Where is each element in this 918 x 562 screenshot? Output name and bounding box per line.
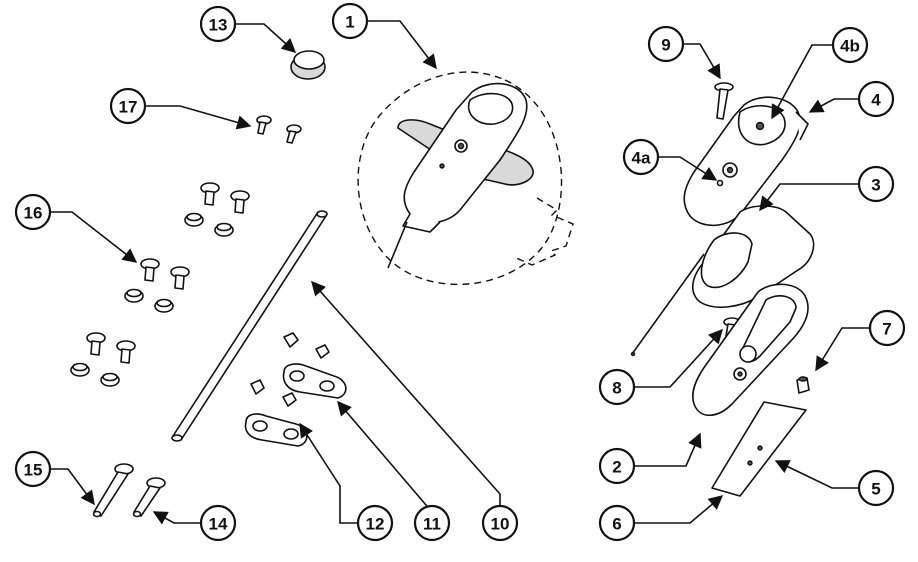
svg-text:7: 7 [882, 320, 891, 339]
callout-16: 16 [14, 193, 52, 231]
part-10-rod [171, 210, 328, 442]
svg-text:13: 13 [209, 16, 228, 35]
svg-text:10: 10 [491, 515, 510, 534]
callout-2: 2 [598, 447, 636, 485]
svg-text:2: 2 [612, 458, 621, 477]
svg-text:9: 9 [661, 36, 670, 55]
callout-12: 12 [356, 504, 394, 542]
callout-4b: 4b [831, 26, 869, 64]
callout-17: 17 [109, 87, 147, 125]
part-14-pin [132, 477, 166, 518]
callout-13: 13 [199, 5, 237, 43]
part-13-cap [290, 50, 326, 80]
callout-14: 14 [199, 504, 237, 542]
svg-text:6: 6 [612, 515, 621, 534]
callout-6: 6 [598, 504, 636, 542]
svg-text:8: 8 [612, 379, 621, 398]
callout-4a: 4a [622, 138, 660, 176]
svg-text:4: 4 [871, 91, 881, 110]
svg-text:14: 14 [209, 515, 228, 534]
part-11-bracket [282, 332, 347, 399]
callout-10: 10 [481, 504, 519, 542]
part-5-pad [711, 401, 807, 497]
svg-text:11: 11 [423, 515, 441, 534]
callout-5: 5 [857, 469, 895, 507]
callout-4: 4 [857, 80, 895, 118]
callout-9: 9 [647, 25, 685, 63]
part-12-bracket [244, 379, 308, 447]
part-7-nut [796, 376, 810, 394]
part-2-base [692, 283, 809, 417]
part-9-screw [714, 82, 734, 120]
callout-3: 3 [857, 165, 895, 203]
part-15-pin [92, 463, 134, 518]
callout-15: 15 [14, 450, 52, 488]
part-4-cover [683, 96, 809, 227]
callout-1: 1 [331, 2, 369, 40]
callout-11: 11 [413, 504, 451, 542]
svg-text:5: 5 [871, 480, 880, 499]
svg-text:3: 3 [871, 176, 880, 195]
svg-text:4a: 4a [632, 149, 651, 168]
part-1-assembly [357, 71, 574, 286]
svg-text:16: 16 [24, 204, 43, 223]
svg-text:12: 12 [366, 515, 385, 534]
callout-8: 8 [598, 368, 636, 406]
svg-text:4b: 4b [840, 37, 860, 56]
svg-text:1: 1 [345, 13, 354, 32]
part-17-screws [256, 115, 302, 144]
callout-7: 7 [868, 309, 906, 347]
part-16-rivets [70, 182, 250, 387]
svg-text:17: 17 [119, 98, 138, 117]
svg-text:15: 15 [24, 461, 43, 480]
